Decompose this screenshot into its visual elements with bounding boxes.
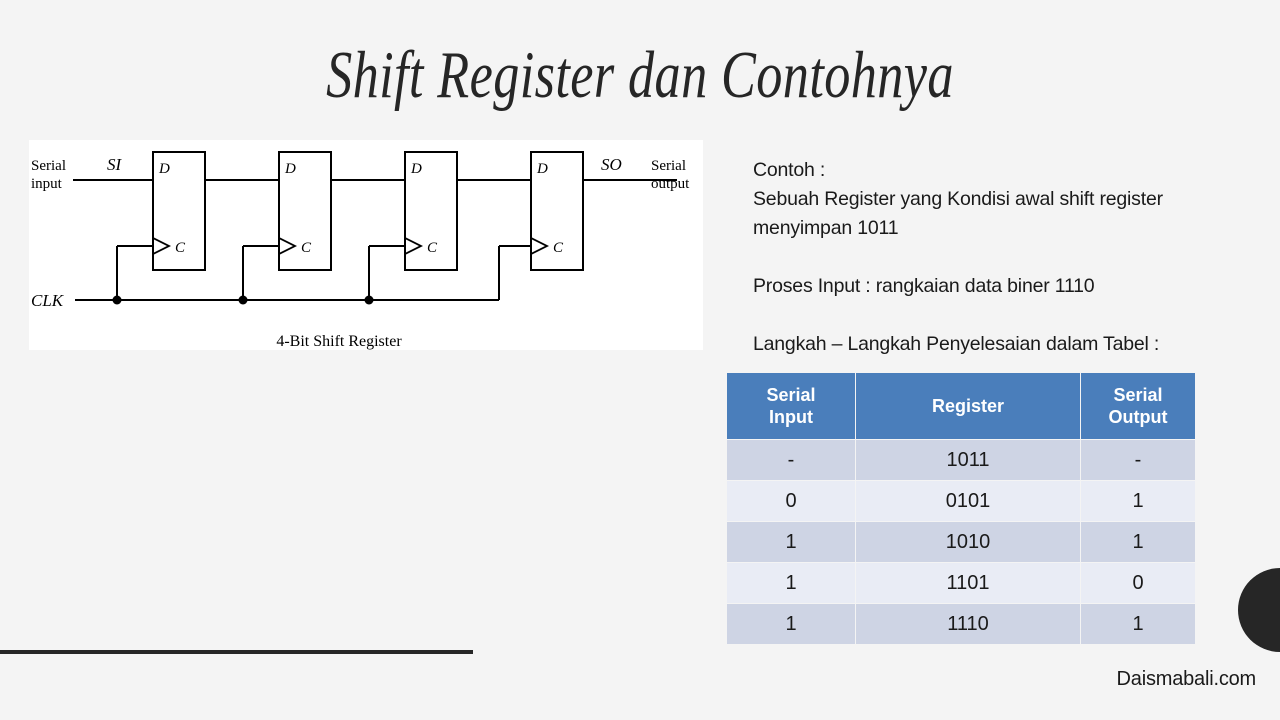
bottom-divider [0,650,473,654]
serial-output-label-line1: Serial [651,158,686,174]
header-serial-input-line2: Input [769,407,813,427]
ff3-d-label: D [410,161,422,177]
cell-serial-output: 1 [1080,480,1196,522]
corner-circle-decoration [1238,568,1280,652]
ff3-c-label: C [427,240,438,256]
table-row: - 1011 - [726,439,1196,481]
table-row: 0 0101 1 [726,480,1196,522]
shift-register-svg: Serial input SI SO Serial output CLK D C… [31,151,690,350]
text-spacer-1 [753,243,1253,272]
si-label: SI [107,155,123,174]
cell-serial-output: 1 [1080,521,1196,563]
ff2-c-label: C [301,240,312,256]
so-label: SO [601,155,622,174]
contoh-line-3: menyimpan 1011 [753,217,899,239]
header-serial-input: Serial Input [726,372,856,440]
serial-output-label-line2: output [651,176,690,192]
contoh-heading: Contoh : [753,159,826,181]
cell-serial-output: 1 [1080,603,1196,645]
text-spacer-2 [753,301,1253,330]
table-row: 1 1010 1 [726,521,1196,563]
cell-register: 1101 [855,562,1081,604]
cell-serial-input: - [726,439,856,481]
ff2-d-label: D [284,161,296,177]
contoh-line-2: Sebuah Register yang Kondisi awal shift … [753,188,1163,210]
table-body: - 1011 - 0 0101 1 1 1010 1 1 1101 0 1 11… [726,439,1196,645]
clk-label: CLK [31,291,65,310]
langkah-line: Langkah – Langkah Penyelesaian dalam Tab… [753,333,1160,355]
header-serial-output-line2: Output [1108,407,1168,427]
header-serial-output: Serial Output [1080,372,1196,440]
clock-junction-dots [112,295,374,305]
cell-register: 1010 [855,521,1081,563]
cell-serial-input: 1 [726,562,856,604]
cell-serial-input: 0 [726,480,856,522]
page-title: Shift Register dan Contohnya [326,38,954,112]
serial-input-label-line2: input [31,176,63,192]
proses-input-line: Proses Input : rangkaian data biner 1110 [753,275,1095,297]
cell-register: 1011 [855,439,1081,481]
ff4-c-label: C [553,240,564,256]
cell-register: 1110 [855,603,1081,645]
table-head: Serial Input Register Serial Output [726,372,1196,440]
shift-register-diagram: Serial input SI SO Serial output CLK D C… [29,140,703,350]
table-row: 1 1101 0 [726,562,1196,604]
cell-serial-output: - [1080,439,1196,481]
cell-register: 0101 [855,480,1081,522]
figure-caption: 4-Bit Shift Register [276,333,402,350]
header-serial-output-line1: Serial [1113,385,1163,405]
table-header-row: Serial Input Register Serial Output [726,372,1196,440]
explanation-text: Contoh : Sebuah Register yang Kondisi aw… [753,156,1253,359]
cell-serial-output: 0 [1080,562,1196,604]
cell-serial-input: 1 [726,603,856,645]
header-serial-input-line1: Serial [766,385,816,405]
ff1-c-label: C [175,240,186,256]
ff1-d-label: D [158,161,170,177]
header-register: Register [855,372,1081,440]
serial-input-label-line1: Serial [31,158,66,174]
ff4-d-label: D [536,161,548,177]
shift-register-table: Serial Input Register Serial Output - 10… [726,372,1196,645]
cell-serial-input: 1 [726,521,856,563]
footer-watermark: Daismabali.com [1116,668,1257,690]
table-row: 1 1110 1 [726,603,1196,645]
